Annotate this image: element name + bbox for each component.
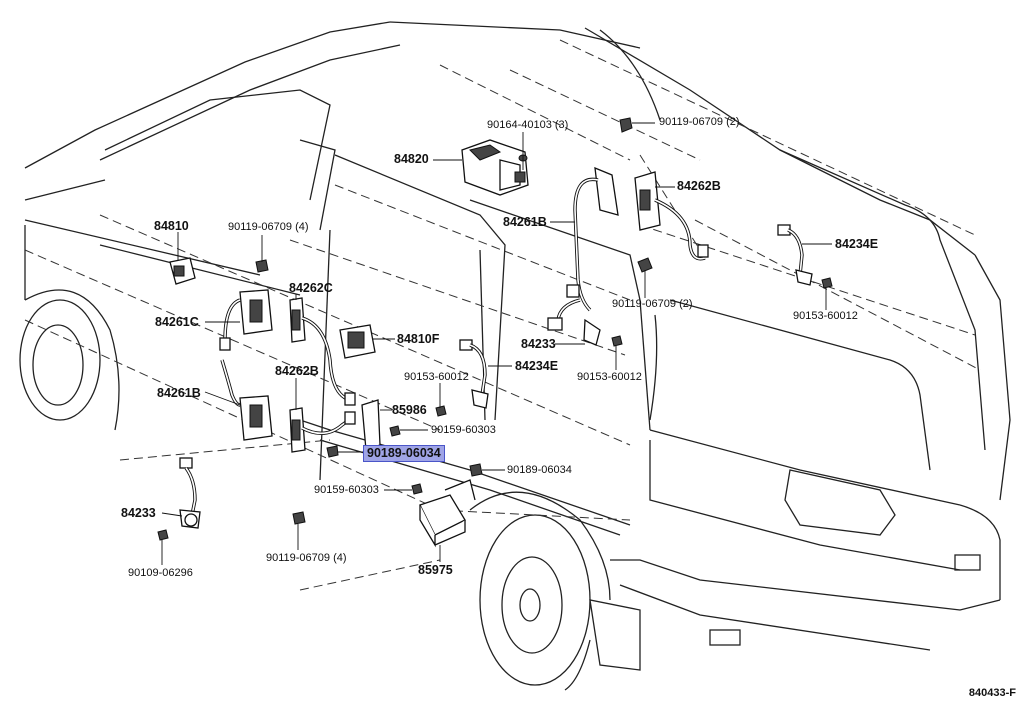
part-label[interactable]: 84262B [275, 364, 319, 379]
part-label[interactable]: 90119-06709 (2) [612, 298, 693, 311]
part-number-text: 90159-60303 [314, 484, 379, 496]
part-label[interactable]: 90109-06296 [128, 567, 193, 580]
bolt-90119-upper-left-part [255, 259, 269, 273]
part-label[interactable]: 84262C [289, 281, 333, 296]
sensor-84234E-center-part [459, 339, 489, 409]
bolt-90119-top-part [619, 117, 633, 133]
part-number-text: 90189-06034 [367, 446, 441, 460]
part-label[interactable]: 84261B [157, 386, 201, 401]
control-unit-85975-part [419, 479, 476, 548]
part-number-text: 90189-06034 [507, 464, 572, 476]
harness-84261C-part [219, 289, 273, 351]
part-label[interactable]: 90153-60012 [793, 310, 858, 323]
part-label[interactable]: 90159-60303 [314, 484, 379, 497]
part-number-text: 85986 [392, 403, 427, 417]
part-label[interactable]: 84810F [397, 332, 439, 347]
part-label[interactable]: 84233 [121, 506, 156, 521]
part-number-text: 90159-60303 [431, 424, 496, 436]
part-number-text: 90119-06709 (4) [266, 552, 347, 564]
part-label[interactable]: 85986 [392, 403, 427, 418]
switch-84262B-left-part [289, 407, 356, 453]
part-label-selected[interactable]: 90189-06034 [363, 445, 445, 462]
part-number-text: 90119-06709 (2) [659, 116, 740, 128]
relay-84810F-part [339, 324, 376, 359]
bolt-90109-part [157, 529, 169, 541]
sensor-84233-left-part [179, 457, 201, 529]
part-label[interactable]: 90189-06034 [507, 464, 572, 477]
relay-84810-part [169, 257, 196, 285]
leader-lines [161, 122, 832, 565]
bolt-90159-upper-part [389, 425, 401, 437]
part-label[interactable]: 84810 [154, 219, 189, 234]
part-number-text: 84233 [521, 337, 556, 351]
part-label[interactable]: 84261C [155, 315, 199, 330]
bracket-85986-part [361, 399, 381, 451]
bolt-90153-center-part [435, 405, 447, 417]
part-label[interactable]: 84234E [515, 359, 558, 374]
part-number-text: 90153-60012 [577, 371, 642, 383]
part-number-text: 85975 [418, 563, 453, 577]
part-label[interactable]: 90119-06709 (4) [228, 221, 309, 234]
part-number-text: 84261B [503, 215, 547, 229]
part-number-text: 90109-06296 [128, 567, 193, 579]
part-number-text: 84234E [835, 237, 879, 251]
part-number-text: 84233 [121, 506, 156, 520]
part-label[interactable]: 84820 [394, 152, 429, 167]
part-label[interactable]: 90153-60012 [404, 371, 469, 384]
switch-84820-part [461, 139, 529, 196]
part-number-text: 84261B [157, 386, 201, 400]
clip-90189-right-part [469, 463, 483, 477]
part-number-text: 84262C [289, 281, 333, 295]
clip-90189-left-part [326, 445, 339, 458]
switch-84262B-top-part [634, 171, 709, 261]
part-label[interactable]: 90119-06709 (2) [659, 116, 740, 129]
part-number-text: 90153-60012 [404, 371, 469, 383]
bolt-90119-lower-left-part [292, 511, 306, 525]
part-number-text: 90119-06709 (4) [228, 221, 309, 233]
bolt-90159-lower-part [411, 483, 423, 495]
harness-84261B-left-part [220, 359, 273, 441]
part-label[interactable]: 84261B [503, 215, 547, 230]
bolt-90119-mid-part [637, 257, 653, 273]
part-number-text: 84820 [394, 152, 429, 166]
part-number-text: 90164-40103 (3) [487, 119, 569, 131]
part-label[interactable]: 85975 [418, 563, 453, 578]
part-number-text: 84810F [397, 332, 440, 346]
part-label[interactable]: 90164-40103 (3) [487, 119, 568, 132]
part-number-text: 90153-60012 [793, 310, 858, 322]
part-number-text: 90119-06709 (2) [612, 298, 693, 310]
part-number-text: 84262B [275, 364, 319, 378]
part-number-text: 84261C [155, 315, 199, 329]
bolt-90153-right-part [611, 335, 623, 347]
diagram-id: 840433-F [968, 687, 1016, 699]
part-label[interactable]: 90119-06709 (4) [266, 552, 347, 565]
part-label[interactable]: 90153-60012 [577, 371, 642, 384]
part-number-text: 84234E [515, 359, 559, 373]
part-number-text: 84262B [677, 179, 721, 193]
harness-84261B-top-part [547, 166, 619, 346]
sensor-84234E-right-part [777, 224, 833, 289]
part-label[interactable]: 84262B [677, 179, 721, 194]
part-label[interactable]: 84233 [521, 337, 556, 352]
part-label[interactable]: 84234E [835, 237, 878, 252]
part-number-text: 84810 [154, 219, 189, 233]
switch-84262C-part [289, 297, 356, 406]
part-label[interactable]: 90159-60303 [431, 424, 496, 437]
